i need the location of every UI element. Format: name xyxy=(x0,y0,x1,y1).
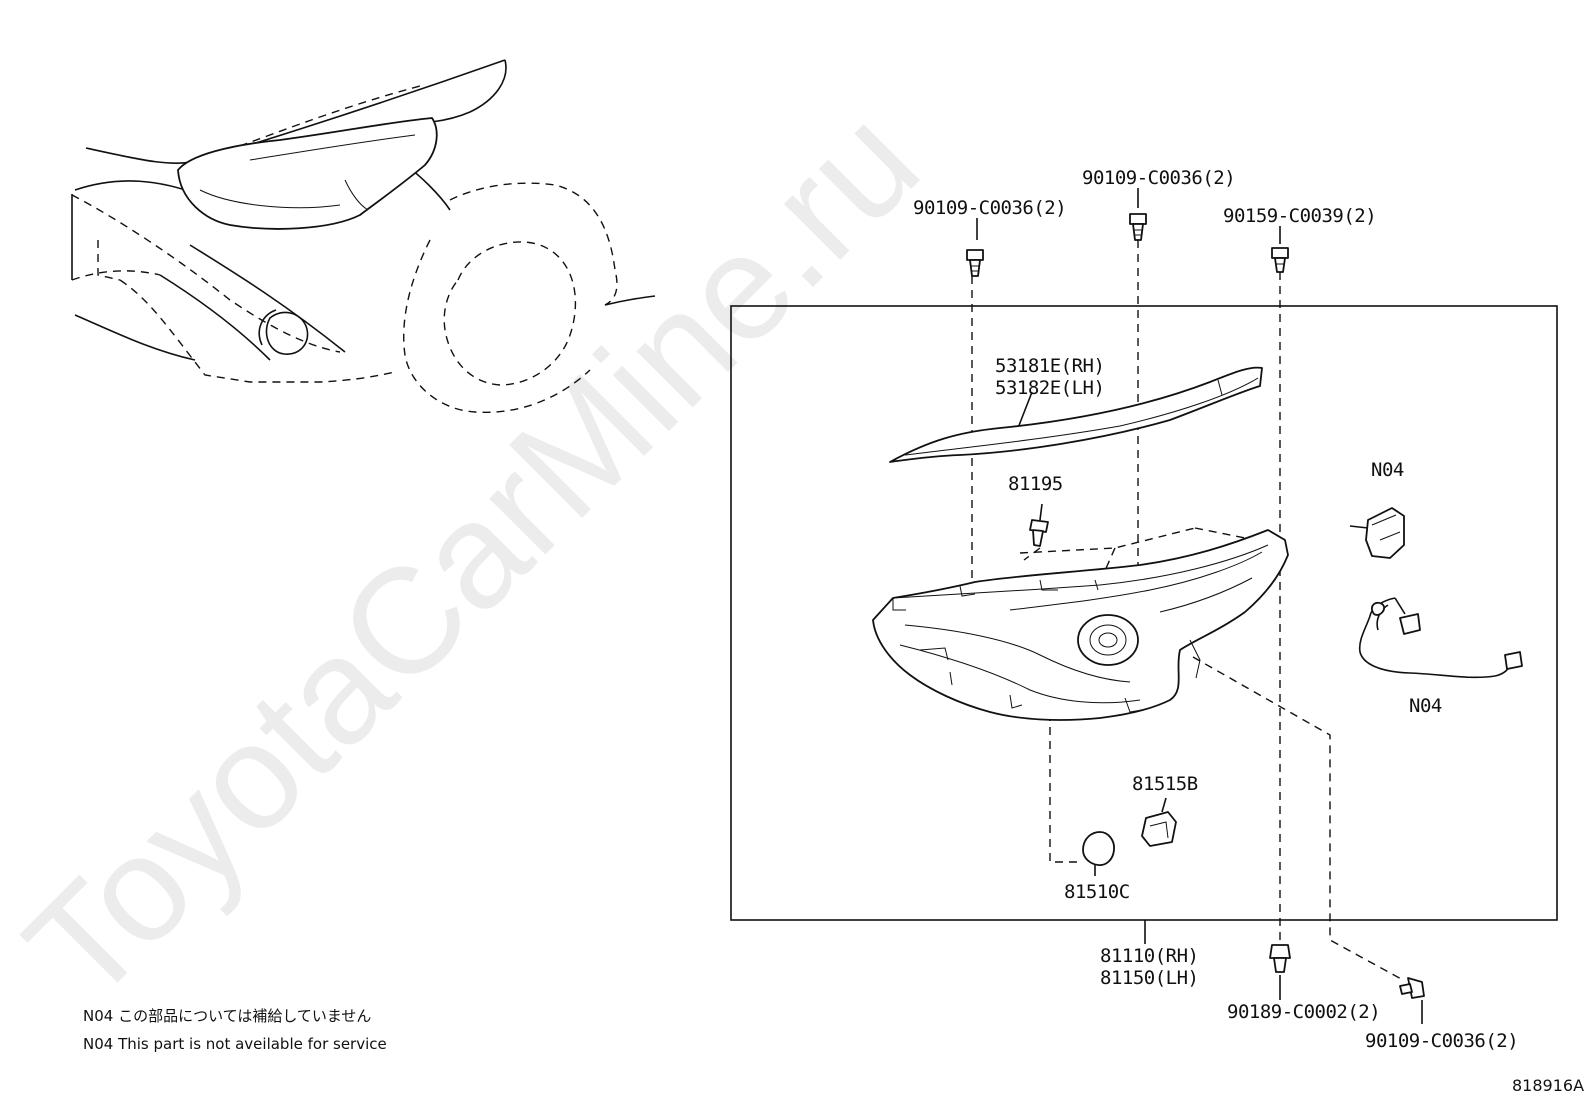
diagram-code: 818916A xyxy=(1512,1076,1584,1095)
label-trim-lh: 53182E(LH) xyxy=(995,377,1104,399)
screw-icon xyxy=(1029,519,1049,547)
leader-lines xyxy=(971,188,1423,1024)
label-bolt-bottom-center: 90189-C0002(2) xyxy=(1227,1001,1380,1023)
label-headlamp-rh: 81110(RH) xyxy=(1100,945,1198,967)
label-bolt-top-center: 90109-C0036(2) xyxy=(1082,167,1235,189)
headlamp-trim-strip xyxy=(889,366,1263,463)
leveling-actuator-icon xyxy=(1349,507,1405,559)
bolt-top-center-icon xyxy=(1129,213,1147,241)
bolt-top-left-icon xyxy=(966,249,984,277)
label-socket: 81515B xyxy=(1132,773,1198,795)
label-screw: 81195 xyxy=(1008,473,1063,495)
label-bolt-top-right: 90159-C0039(2) xyxy=(1223,205,1376,227)
car-front-sketch xyxy=(71,59,656,414)
bolt-top-right-icon xyxy=(1271,247,1289,273)
assembly-frame xyxy=(730,305,1558,921)
label-bolt-top-left: 90109-C0036(2) xyxy=(913,197,1066,219)
bolt-bottom-right-icon xyxy=(1399,977,1425,999)
wire-harness-icon xyxy=(1358,597,1523,679)
label-trim-rh: 53181E(RH) xyxy=(995,355,1104,377)
socket-icon xyxy=(1141,811,1177,847)
note-japanese: N04 この部品については補給していません xyxy=(83,1007,371,1025)
label-actuator: N04 xyxy=(1371,459,1404,481)
watermark: ToyotaCarMine.ru xyxy=(0,77,950,1033)
note-english: N04 This part is not aveilable for servi… xyxy=(83,1035,387,1053)
label-bulb: 81510C xyxy=(1064,881,1130,903)
bulb-icon xyxy=(1082,831,1115,866)
label-bolt-bottom-right: 90109-C0036(2) xyxy=(1365,1030,1518,1052)
label-headlamp-lh: 81150(LH) xyxy=(1100,967,1198,989)
headlamp-assembly xyxy=(872,529,1289,721)
bolt-bottom-center-icon xyxy=(1269,944,1291,973)
label-harness: N04 xyxy=(1409,695,1442,717)
